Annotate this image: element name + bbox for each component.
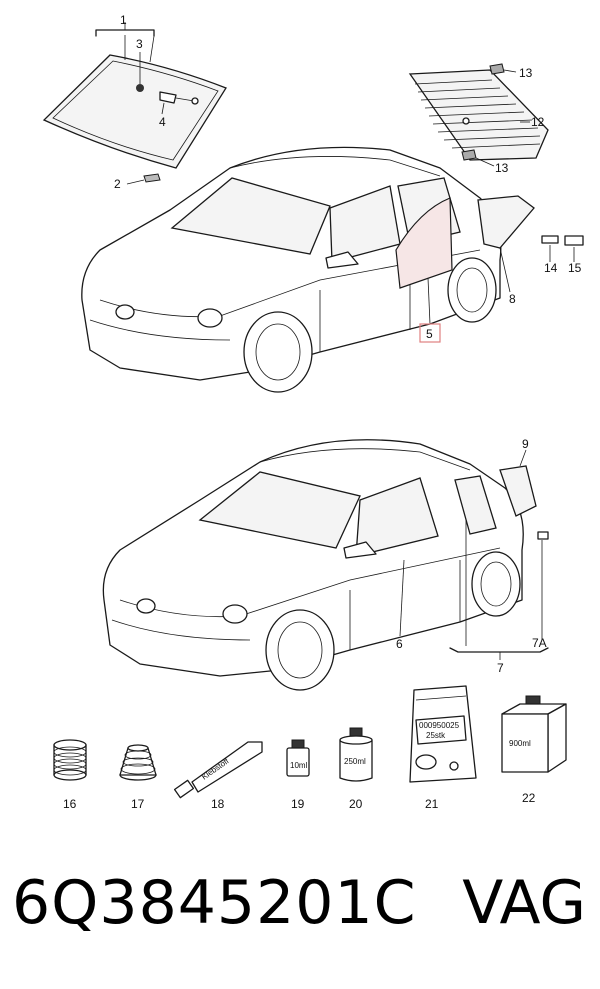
callout-19: 19 — [291, 797, 305, 811]
highlight-part-5 — [395, 197, 453, 289]
callout-1: 1 — [120, 13, 127, 27]
callout-3: 3 — [136, 37, 143, 51]
callout-15: 15 — [568, 261, 582, 275]
bag-label-2: 25stk — [426, 731, 446, 740]
box-label: 900ml — [509, 739, 531, 748]
can-part-20: 250ml 20 — [339, 727, 373, 811]
bag-label-1: 000950025 — [419, 721, 460, 730]
callout-6: 6 — [396, 637, 403, 651]
bag-part-21: 000950025 25stk 21 — [409, 685, 477, 811]
callout-2: 2 — [114, 177, 121, 191]
callout-13-bottom: 13 — [495, 161, 509, 175]
can-label: 250ml — [344, 757, 366, 766]
bottle-part-19: 10ml 19 — [286, 739, 310, 811]
callout-17: 17 — [131, 797, 145, 811]
callout-16: 16 — [63, 797, 77, 811]
callout-18: 18 — [211, 797, 225, 811]
accessories-row: 16 17 Klebstoff 18 10ml 19 — [53, 685, 567, 811]
callout-4: 4 — [159, 115, 166, 129]
callout-7: 7 — [497, 661, 504, 675]
brand-label: VAG — [462, 868, 586, 938]
callout-13-top: 13 — [519, 66, 533, 80]
windshield-glass — [42, 54, 227, 169]
rear-window-group: 13 12 13 — [408, 63, 549, 175]
clip-part-2 — [143, 173, 161, 183]
parts-diagram: 1 3 4 2 13 12 13 — [42, 13, 584, 811]
callout-9: 9 — [522, 437, 529, 451]
callout-22: 22 — [522, 791, 536, 805]
callout-20: 20 — [349, 797, 363, 811]
callout-12: 12 — [531, 115, 545, 129]
callout-7a: 7A — [532, 636, 547, 650]
callout-21: 21 — [425, 797, 439, 811]
mirror-mount-part-4 — [159, 91, 177, 104]
bottle-label: 10ml — [290, 761, 308, 770]
box-part-22: 900ml 22 — [501, 695, 567, 805]
callout-8: 8 — [509, 292, 516, 306]
part-number: 6Q3845201C — [12, 868, 417, 938]
roll-part-16: 16 — [53, 739, 87, 811]
windshield-group: 1 3 4 2 — [42, 13, 227, 191]
tube-part-18: Klebstoff 18 — [173, 741, 263, 811]
car-top: 5 8 14 15 — [81, 146, 584, 393]
roll-part-17: 17 — [119, 744, 157, 811]
callout-5-box — [419, 323, 441, 343]
callout-14: 14 — [544, 261, 558, 275]
callout-5: 5 — [426, 327, 433, 341]
sensor-part-3 — [136, 84, 144, 92]
car-bottom: 9 6 7 7A — [102, 437, 549, 691]
